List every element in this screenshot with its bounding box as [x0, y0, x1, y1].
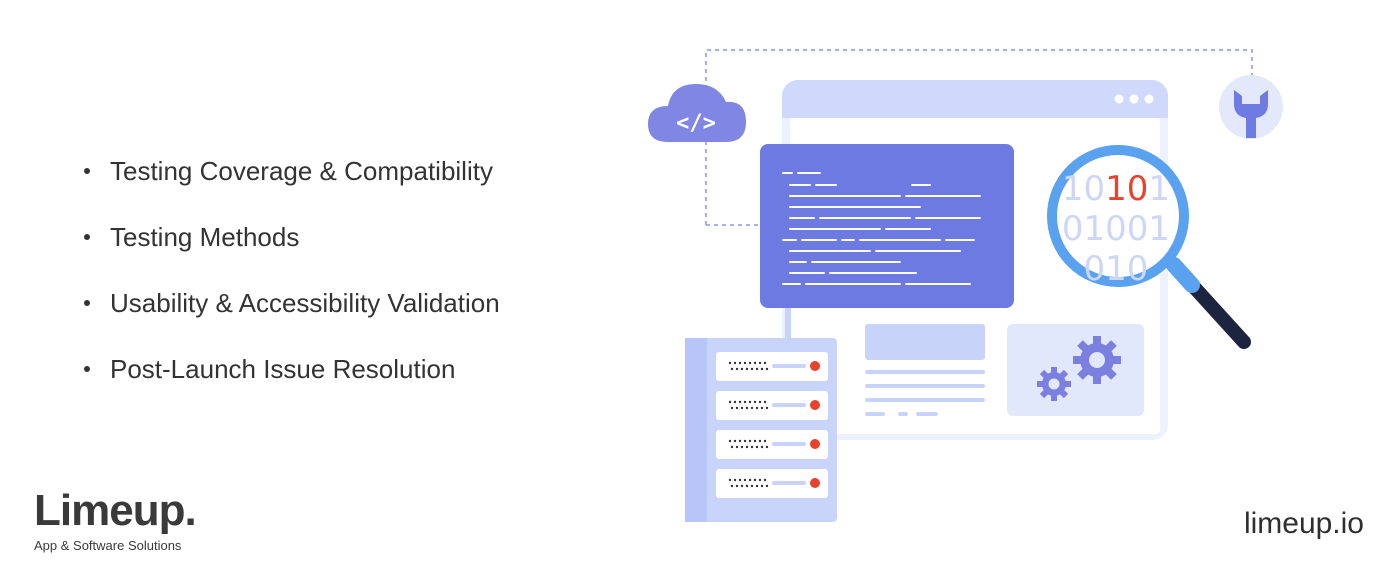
- bullet-text: Testing Coverage & Compatibility: [110, 156, 493, 186]
- window-dot-icon: [1144, 94, 1154, 104]
- brand-tagline: App & Software Solutions: [34, 538, 182, 553]
- bullet-text: Usability & Accessibility Validation: [110, 288, 500, 318]
- binary-highlight-digits: 10: [1105, 169, 1148, 209]
- status-light-icon: [810, 478, 820, 488]
- bullet-text: Testing Methods: [110, 222, 300, 252]
- status-light-icon: [810, 361, 820, 371]
- magnifier-icon: 10101 01001 010: [1047, 145, 1251, 349]
- dashed-connector: [705, 49, 1253, 225]
- code-symbol: </>: [676, 111, 716, 136]
- bullet-dot: [84, 366, 90, 372]
- bullet-item: Usability & Accessibility Validation: [84, 284, 500, 350]
- bullet-dot: [84, 234, 90, 240]
- server-unit: [716, 391, 828, 420]
- testing-illustration: </>: [648, 49, 1283, 522]
- server-unit: [716, 430, 828, 459]
- binary-row-3: 010: [1084, 249, 1149, 289]
- binary-faded-digits: 10: [1062, 169, 1105, 209]
- status-light-icon: [810, 439, 820, 449]
- brand-wordmark: Limeup.: [34, 486, 197, 535]
- bullet-dot: [84, 300, 90, 306]
- server-rack: [685, 338, 837, 522]
- binary-row-1: 10101: [1062, 169, 1170, 209]
- brand-logo: Limeup. App & Software Solutions: [34, 486, 197, 554]
- bullet-dot: [84, 168, 90, 174]
- cloud-code-icon: </>: [648, 84, 746, 142]
- window-dot-icon: [1129, 94, 1139, 104]
- code-panel: [760, 144, 1014, 308]
- wrench-icon: [1219, 75, 1283, 139]
- bullet-item: Post-Launch Issue Resolution: [84, 350, 500, 416]
- binary-row-2: 01001: [1062, 209, 1170, 249]
- binary-tail-digit: 1: [1148, 169, 1170, 209]
- server-unit: [716, 469, 828, 498]
- server-unit: [716, 352, 828, 381]
- content-placeholder: [865, 324, 985, 416]
- feature-list: Testing Coverage & Compatibility Testing…: [84, 152, 500, 416]
- gear-panel: [1007, 324, 1144, 416]
- window-dot-icon: [1114, 94, 1124, 104]
- bullet-text: Post-Launch Issue Resolution: [110, 354, 456, 384]
- status-light-icon: [810, 400, 820, 410]
- gear-icon: [1073, 336, 1121, 384]
- site-url: limeup.io: [1243, 507, 1364, 540]
- bullet-item: Testing Coverage & Compatibility: [84, 152, 500, 218]
- gear-icon: [1037, 367, 1071, 401]
- bullet-item: Testing Methods: [84, 218, 500, 284]
